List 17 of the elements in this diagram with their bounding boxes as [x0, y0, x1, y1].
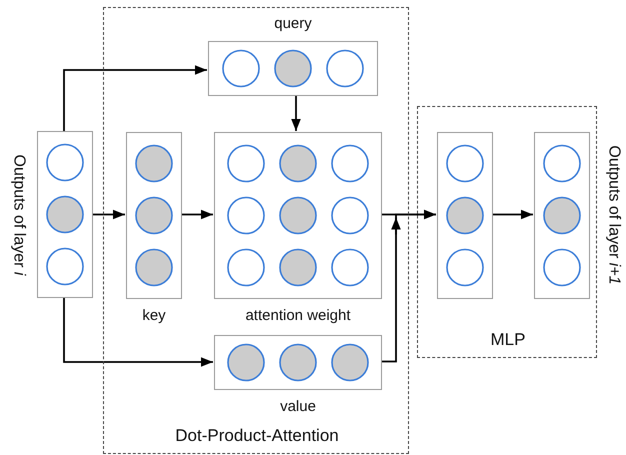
layer-label: key [141, 307, 167, 324]
group-label: Dot-Product-Attention [174, 426, 340, 446]
arrow [492, 210, 533, 220]
arrow [381, 210, 436, 362]
arrow [63, 298, 213, 367]
arrow [93, 210, 125, 220]
arrow [291, 95, 301, 131]
arrow [63, 65, 207, 131]
arrow [181, 210, 213, 220]
group-label: MLP [490, 330, 526, 350]
dashed-group-box [417, 106, 597, 358]
side-label: Outputs of layer i [8, 154, 27, 276]
layer-label: query [273, 15, 313, 32]
layer-label: attention weight [244, 307, 352, 324]
layer-label: value [279, 398, 317, 415]
side-label: Outputs of layer i+1 [604, 145, 622, 285]
dashed-group-box [103, 7, 409, 454]
